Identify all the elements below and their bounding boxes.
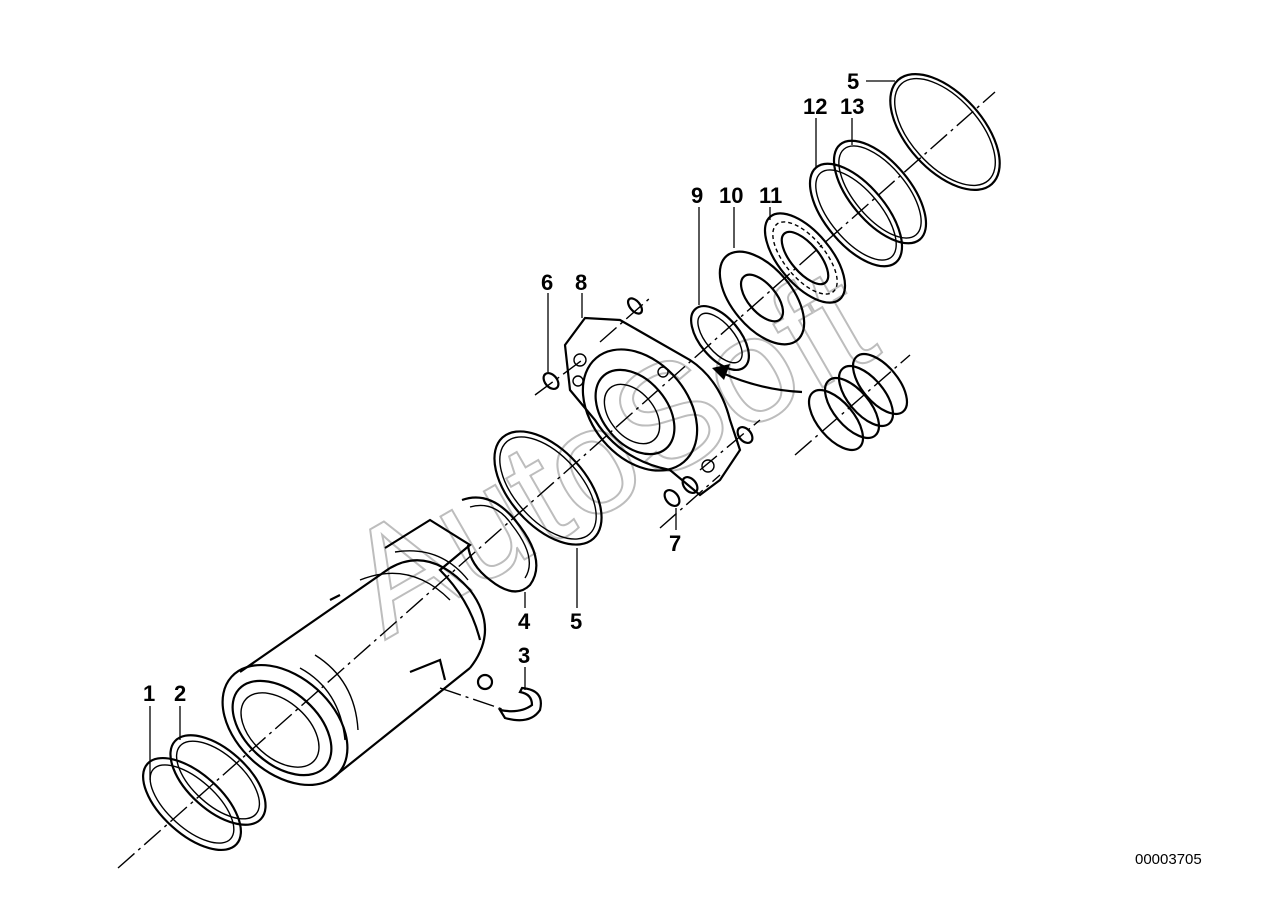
callout-5-lower: 5 [570,609,582,634]
callout-12: 12 [803,94,827,119]
callout-9: 9 [691,183,703,208]
callout-2: 2 [174,681,186,706]
ring-part-13 [832,139,928,245]
washer-part-7 [663,476,699,507]
side-axis-rings [794,354,911,456]
washer-part-6-top [626,297,644,315]
washer-part-7-right [736,426,754,444]
watermark: AutoSoft [317,235,899,668]
side-axis-bolt-bottom [659,474,721,529]
snap-ring-part-4 [461,496,538,593]
washer-part-6 [542,372,560,390]
ball-and-clip-part-3 [476,673,542,722]
callout-6: 6 [541,270,553,295]
leader-lines [149,80,895,780]
callout-10: 10 [719,183,743,208]
flange-part-8 [563,316,742,497]
callout-3: 3 [518,643,530,668]
ring-part-9 [690,305,750,371]
callout-7: 7 [669,531,681,556]
callout-1: 1 [143,681,155,706]
document-number: 00003705 [1135,851,1202,868]
ring-part-1 [142,756,242,852]
ring-stack [807,352,909,452]
ring-part-5-lower [493,430,603,546]
curved-arrow-icon [712,364,803,394]
callout-13: 13 [840,94,864,119]
assembly-axis [117,91,996,869]
ring-part-2 [169,734,267,826]
thrust-washer-part-10 [718,250,806,346]
side-axis-ball [439,687,506,711]
callout-8: 8 [575,270,587,295]
side-axis-bolt-right [699,419,761,471]
callout-5-upper: 5 [847,69,859,94]
callout-4: 4 [518,609,531,634]
sleeve-housing [221,518,487,787]
callout-11: 11 [759,183,782,208]
ring-part-5-upper [889,72,1001,192]
